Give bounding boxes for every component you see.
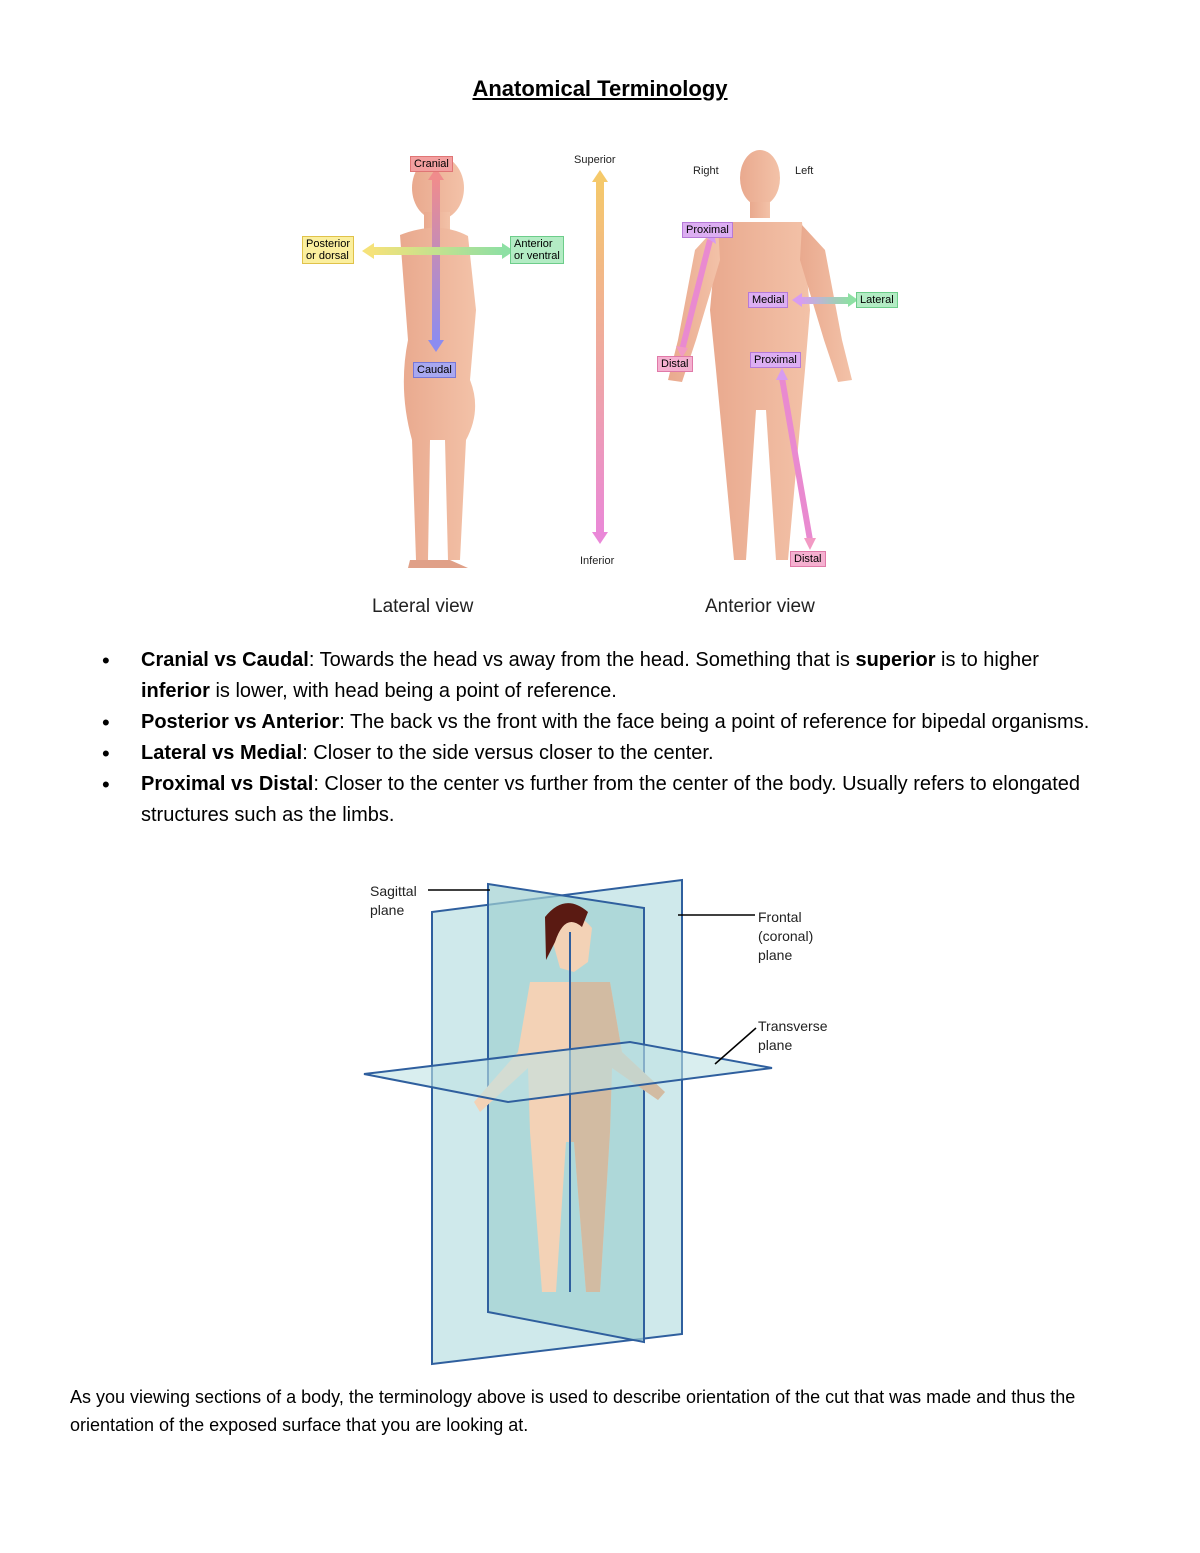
- label-frontal-plane: Frontal (coronal) plane: [758, 909, 814, 963]
- label-right: Right: [693, 165, 719, 177]
- label-medial: Medial: [748, 292, 789, 308]
- footer-paragraph: As you viewing sections of a body, the t…: [70, 1387, 1076, 1435]
- label-distal-leg: Distal: [790, 551, 826, 567]
- list-item: Cranial vs Caudal: Towards the head vs a…: [100, 645, 1110, 707]
- body-planes-figure: Sagittal plane Frontal (coronal) plane T…: [360, 872, 840, 1367]
- list-item: Posterior vs Anterior: The back vs the f…: [100, 707, 1110, 738]
- label-sagittal-plane: Sagittal plane: [370, 883, 417, 918]
- label-proximal-arm: Proximal: [682, 222, 733, 238]
- label-lateral: Lateral: [856, 292, 898, 308]
- label-cranial: Cranial: [410, 156, 453, 172]
- label-left: Left: [795, 165, 814, 177]
- label-proximal-leg: Proximal: [750, 352, 801, 368]
- directional-terms-illustration: [362, 150, 858, 568]
- page-title: Anatomical Terminology: [472, 76, 728, 101]
- label-transverse-plane: Transverse plane: [758, 1018, 828, 1053]
- directional-terms-figure: Cranial Caudal Posterior or dorsal Anter…: [290, 140, 930, 630]
- terminology-list: Cranial vs Caudal: Towards the head vs a…: [100, 645, 1110, 831]
- label-inferior: Inferior: [580, 555, 615, 567]
- list-item: Proximal vs Distal: Closer to the center…: [100, 769, 1110, 831]
- label-superior: Superior: [574, 154, 616, 166]
- caption-lateral-view: Lateral view: [372, 596, 474, 617]
- label-anterior: Anterior or ventral: [510, 236, 564, 264]
- label-caudal: Caudal: [413, 362, 456, 378]
- list-item: Lateral vs Medial: Closer to the side ve…: [100, 738, 1110, 769]
- label-posterior: Posterior or dorsal: [302, 236, 355, 264]
- caption-anterior-view: Anterior view: [705, 596, 815, 617]
- label-distal-arm: Distal: [657, 356, 693, 372]
- lateral-body: [400, 156, 476, 568]
- body-planes-illustration: [363, 878, 773, 1366]
